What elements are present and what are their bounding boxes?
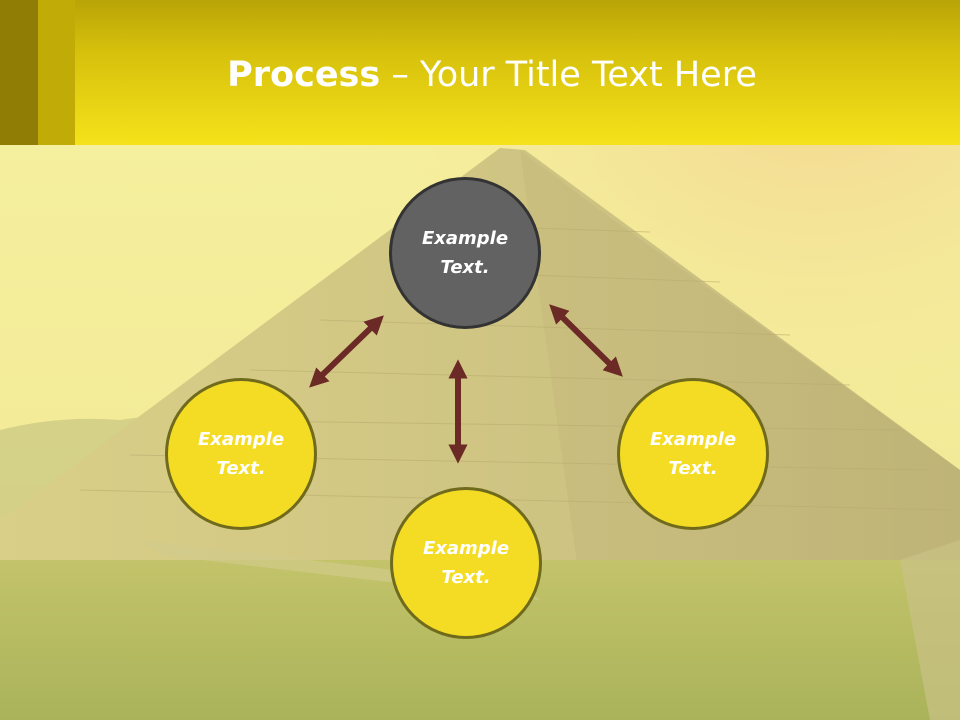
title-rest: – Your Title Text Here (380, 55, 757, 95)
process-node-bottom: Example Text. (390, 487, 542, 639)
header-accent-bar (38, 0, 75, 145)
process-node-left: Example Text. (165, 378, 317, 530)
header-accent-bar-dark (0, 0, 38, 145)
process-node-right: Example Text. (617, 378, 769, 530)
process-node-top-label: Example Text. (421, 228, 509, 278)
double-arrow-icon (309, 315, 384, 388)
process-node-bottom-label: Example Text. (422, 538, 510, 588)
process-node-left-label: Example Text. (197, 429, 285, 479)
double-arrow-icon (549, 304, 623, 377)
slide-title: Process – Your Title Text Here (0, 52, 960, 98)
header-band: Process – Your Title Text Here (0, 0, 960, 145)
process-node-top: Example Text. (389, 177, 541, 329)
process-node-right-label: Example Text. (649, 429, 737, 479)
title-bold: Process (227, 55, 381, 95)
